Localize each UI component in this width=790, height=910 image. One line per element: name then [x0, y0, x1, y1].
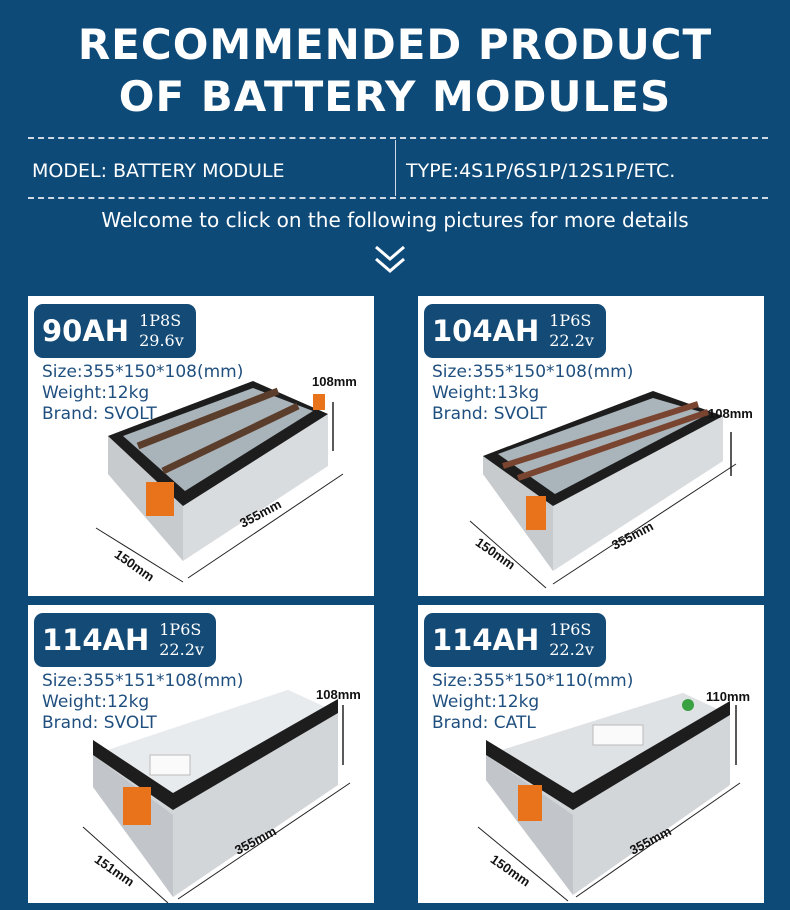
cell-config: 1P6S	[549, 620, 592, 639]
spec-list: Size:355*150*108(mm) Weight:12kg Brand: …	[42, 362, 243, 425]
capacity-label: 104AH	[432, 314, 540, 348]
cell-config: 1P8S	[139, 311, 182, 330]
height-dimension: 108mm	[312, 374, 357, 389]
capacity-label: 114AH	[42, 623, 150, 657]
height-dimension: 110mm	[706, 689, 751, 704]
weight-spec: Weight:12kg	[42, 692, 150, 712]
height-dimension: 108mm	[316, 687, 361, 702]
type-label: TYPE:4S1P/6S1P/12S1P/ETC.	[406, 160, 676, 182]
brand-spec: Brand: SVOLT	[42, 713, 157, 733]
double-chevron-down-icon	[375, 245, 405, 273]
size-spec: Size:355*151*108(mm)	[42, 671, 244, 691]
weight-spec: Weight:13kg	[432, 383, 540, 403]
page-title-line2: OF BATTERY MODULES	[118, 72, 672, 121]
cell-config: 1P6S	[549, 311, 592, 330]
divider-vertical	[395, 140, 396, 196]
voltage-label: 22.2v	[549, 640, 594, 659]
brand-spec: Brand: SVOLT	[42, 404, 157, 424]
voltage-label: 29.6v	[139, 331, 184, 350]
battery-module-image	[95, 381, 344, 583]
weight-spec: Weight:12kg	[42, 383, 150, 403]
page-title-line1: RECOMMENDED PRODUCT	[77, 20, 713, 69]
spec-list: Size:355*150*108(mm) Weight:13kg Brand: …	[432, 362, 633, 425]
voltage-label: 22.2v	[549, 331, 594, 350]
model-label: MODEL: BATTERY MODULE	[32, 160, 285, 182]
weight-spec: Weight:12kg	[432, 692, 540, 712]
brand-spec: Brand: SVOLT	[432, 404, 547, 424]
battery-module-image	[469, 391, 737, 589]
height-dimension: 108mm	[708, 406, 753, 421]
brand-spec: Brand: CATL	[432, 713, 536, 733]
spec-list: Size:355*151*108(mm) Weight:12kg Brand: …	[42, 671, 243, 734]
spec-list: Size:355*150*110(mm) Weight:12kg Brand: …	[432, 671, 633, 734]
battery-module-image	[477, 693, 741, 902]
size-spec: Size:355*150*108(mm)	[432, 362, 634, 382]
cell-config: 1P6S	[159, 620, 202, 639]
size-spec: Size:355*150*110(mm)	[432, 671, 634, 691]
battery-module-image	[82, 690, 351, 903]
voltage-label: 22.2v	[159, 640, 204, 659]
capacity-label: 114AH	[432, 623, 540, 657]
capacity-label: 90AH	[42, 314, 130, 348]
divider-bottom	[28, 197, 768, 199]
divider-top	[28, 137, 768, 139]
size-spec: Size:355*150*108(mm)	[42, 362, 244, 382]
welcome-text: Welcome to click on the following pictur…	[101, 208, 689, 232]
